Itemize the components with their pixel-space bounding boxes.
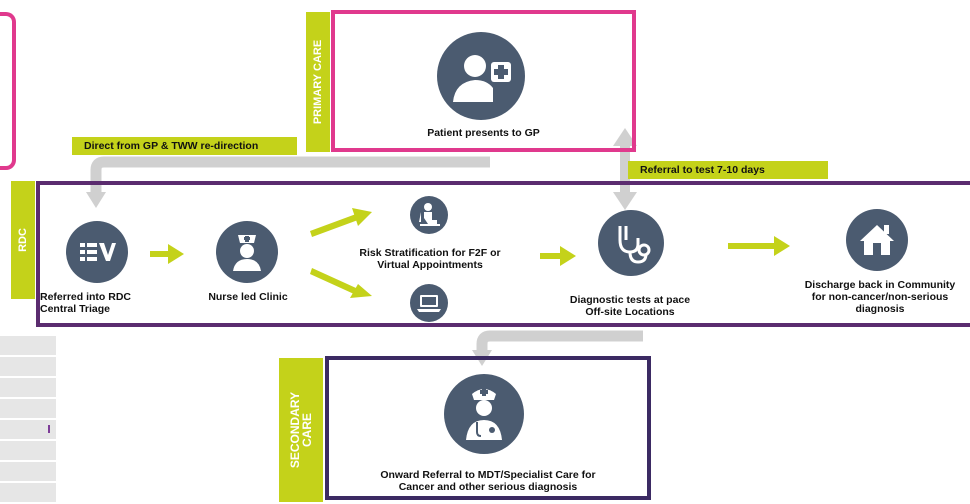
left-pink-frame-fragment	[0, 12, 16, 170]
risk-label-line2: Virtual Appointments	[377, 259, 483, 271]
onward-label-line2: Cancer and other serious diagnosis	[398, 481, 578, 493]
laptop-icon	[410, 284, 448, 322]
onward-label: Onward Referral to MDT/Specialist Care f…	[325, 469, 651, 493]
left-grey-row	[0, 399, 56, 420]
direct-from-gp-banner: Direct from GP & TWW re-direction	[72, 137, 297, 155]
referred-label-line2: Central Triage	[40, 303, 111, 315]
diagnostic-label-line1: Diagnostic tests at pace	[569, 294, 691, 306]
primary-care-tab: PRIMARY CARE	[306, 12, 330, 152]
rdc-tab: RDC	[11, 181, 35, 299]
person-at-desk-icon	[410, 196, 448, 234]
risk-label-line1: Risk Stratification for F2F or	[359, 247, 501, 259]
diagnostic-label-line2: Off-site Locations	[585, 306, 675, 318]
left-grey-row	[0, 336, 56, 357]
onward-label-line1: Onward Referral to MDT/Specialist Care f…	[380, 469, 596, 481]
left-grey-row	[0, 462, 56, 483]
stethoscope-icon	[598, 210, 664, 276]
discharge-label: Discharge back in Community for non-canc…	[790, 279, 970, 315]
risk-label: Risk Stratification for F2F or Virtual A…	[330, 247, 530, 271]
left-grey-row	[0, 420, 56, 441]
discharge-label-line3: diagnosis	[855, 303, 905, 315]
discharge-label-line2: for non-cancer/non-serious	[811, 291, 949, 303]
nurse-clinic-label: Nurse led Clinic	[208, 291, 288, 303]
left-grey-row	[0, 357, 56, 378]
triage-list-icon	[66, 221, 128, 283]
secondary-care-tab: SECONDARY CARE	[279, 358, 323, 502]
nurse-icon	[216, 221, 278, 283]
house-icon	[846, 209, 908, 271]
surgeon-icon	[444, 374, 524, 454]
diagnostic-label: Diagnostic tests at pace Off-site Locati…	[540, 294, 720, 318]
referred-label: Referred into RDC Central Triage	[40, 291, 158, 315]
referral-to-test-banner: Referral to test 7-10 days	[628, 161, 828, 179]
referred-label-line1: Referred into RDC	[40, 291, 132, 303]
doctor-plus-icon	[437, 32, 525, 120]
patient-presents-label: Patient presents to GP	[427, 127, 540, 139]
discharge-label-line1: Discharge back in Community	[804, 279, 956, 291]
left-grey-row	[0, 378, 56, 399]
secondary-care-box	[325, 356, 651, 500]
rdc-box	[36, 181, 970, 327]
left-purple-glyph	[48, 425, 56, 433]
left-grey-row	[0, 441, 56, 462]
primary-care-box	[331, 10, 636, 152]
